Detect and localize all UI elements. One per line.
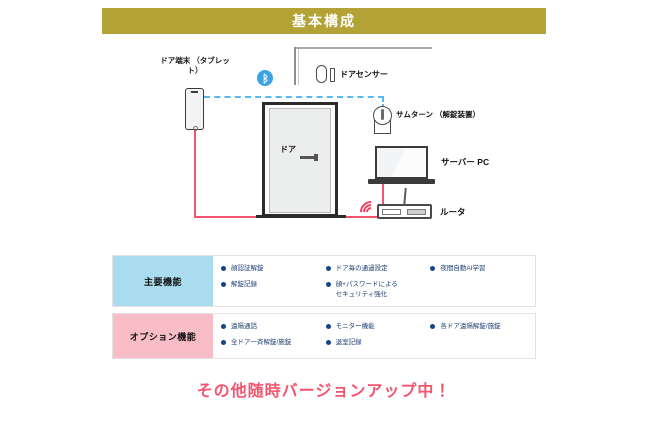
bullet-icon (325, 340, 331, 346)
router-icon (377, 204, 432, 219)
table-row: 主要機能 顔認証解錠 解錠記録 ドア毎の通過設定 (112, 255, 536, 307)
bullet-icon (221, 266, 226, 271)
door-sensor-label: ドアセンサー (340, 70, 388, 79)
list-item: ドア毎の通過設定 (325, 264, 431, 273)
row-label-option-features: オプション機能 (113, 314, 213, 358)
server-pc-label: サーバー PC (441, 157, 490, 167)
footer-text-wrap: その他随時バージョンアップ中！ (190, 377, 458, 401)
list-item: 全ドア一斉解錠/施錠 (221, 338, 326, 347)
feature-column: 遠隔通話 全ドア一斉解錠/施錠 (221, 322, 326, 350)
tablet-label: ドア端末 （タブレット） (160, 56, 230, 76)
list-item-label: 解錠記録 (231, 281, 257, 289)
list-item-label: モニター機能 (335, 323, 375, 330)
bullet-icon (221, 324, 226, 329)
bullet-icon (430, 324, 436, 329)
list-item-label: ドア毎の通過設定 (335, 265, 388, 272)
list-item: 退室記録 (325, 338, 431, 347)
thumb-turn-label: サムターン （解錠装置） (396, 110, 481, 119)
row-label-text: オプション機能 (129, 331, 197, 342)
laptop-icon (375, 146, 428, 179)
list-item: 解錠記録 (221, 280, 326, 289)
router-label: ルータ (440, 207, 466, 217)
wire-tablet-vertical (194, 130, 196, 218)
door-label: ドア (280, 145, 296, 154)
bullet-icon (325, 282, 331, 288)
tablet-speaker-icon (191, 91, 198, 93)
page-title-bar: 基本構成 (102, 8, 546, 34)
footer-text: その他随時バージョンアップ中！ (196, 383, 452, 400)
router-leds-icon (382, 209, 401, 215)
list-item: 各ドア遠隔解錠/施錠 (430, 322, 535, 331)
page-title: 基本構成 (292, 13, 356, 29)
wifi-waves-icon (354, 196, 387, 228)
row-columns: 顔認証解錠 解錠記録 ドア毎の通過設定 顔+パスワードによる セキュリティ強化 (213, 256, 535, 306)
wire-router-vertical (382, 184, 384, 218)
bullet-icon (430, 266, 436, 271)
bullet-icon (221, 340, 226, 346)
tablet-icon (185, 88, 204, 130)
list-item: 夜間自動AI学習 (430, 264, 535, 273)
row-label-text: 主要機能 (143, 276, 182, 287)
bluetooth-link-horizontal (204, 96, 384, 98)
row-columns: 遠隔通話 全ドア一斉解錠/施錠 モニター機能 退室記録 (213, 314, 535, 358)
feature-column: 各ドア遠隔解錠/施錠 (430, 322, 535, 350)
wall-top-line (294, 47, 432, 49)
bullet-icon (325, 266, 331, 271)
thumb-turn-knob-icon (381, 109, 384, 120)
door-base-line (256, 215, 346, 218)
door-sensor-icon (316, 65, 327, 83)
bluetooth-icon (257, 70, 273, 86)
feature-column: モニター機能 退室記録 (325, 322, 431, 350)
feature-table: 主要機能 顔認証解錠 解錠記録 ドア毎の通過設定 (112, 255, 536, 365)
door-sensor-magnet-icon (330, 68, 335, 82)
feature-column: 顔認証解錠 解錠記録 (221, 264, 326, 298)
list-item: 顔認証解錠 (221, 264, 326, 273)
list-item-label: 各ドア遠隔解錠/施錠 (440, 323, 501, 330)
row-label-main-features: 主要機能 (113, 256, 213, 306)
list-item: 顔+パスワードによる セキュリティ強化 (325, 280, 431, 299)
system-diagram: ドア端末 （タブレット） ドアセンサー ドア サムターン （解錠装置） サーバー… (102, 38, 546, 238)
laptop-base-icon (368, 179, 435, 184)
list-item: モニター機能 (325, 322, 431, 331)
router-antenna-icon (403, 187, 407, 206)
list-item-label: 夜間自動AI学習 (440, 265, 486, 272)
bullet-icon (325, 324, 331, 329)
table-row: オプション機能 遠隔通話 全ドア一斉解錠/施錠 モニター機 (112, 313, 536, 359)
feature-column: ドア毎の通過設定 顔+パスワードによる セキュリティ強化 (325, 264, 431, 299)
wall-vertical-line-inner (298, 49, 299, 85)
door-handle-icon (300, 154, 318, 161)
feature-column: 夜間自動AI学習 (430, 264, 535, 298)
wall-vertical-line (294, 47, 296, 85)
list-item-label: 顔認証解錠 (231, 265, 264, 272)
list-item-label: 全ドア一斉解錠/施錠 (231, 339, 292, 347)
footer-banner: その他随時バージョンアップ中！ (102, 372, 546, 406)
list-item-label: 遠隔通話 (231, 323, 257, 330)
list-item: 遠隔通話 (221, 322, 326, 331)
door-panel (269, 108, 331, 213)
tablet-home-button-icon (193, 126, 198, 131)
router-port-icon (407, 209, 426, 215)
bullet-icon (221, 282, 226, 288)
list-item-label: 顔+パスワードによる セキュリティ強化 (335, 281, 398, 298)
list-item-label: 退室記録 (335, 339, 362, 347)
